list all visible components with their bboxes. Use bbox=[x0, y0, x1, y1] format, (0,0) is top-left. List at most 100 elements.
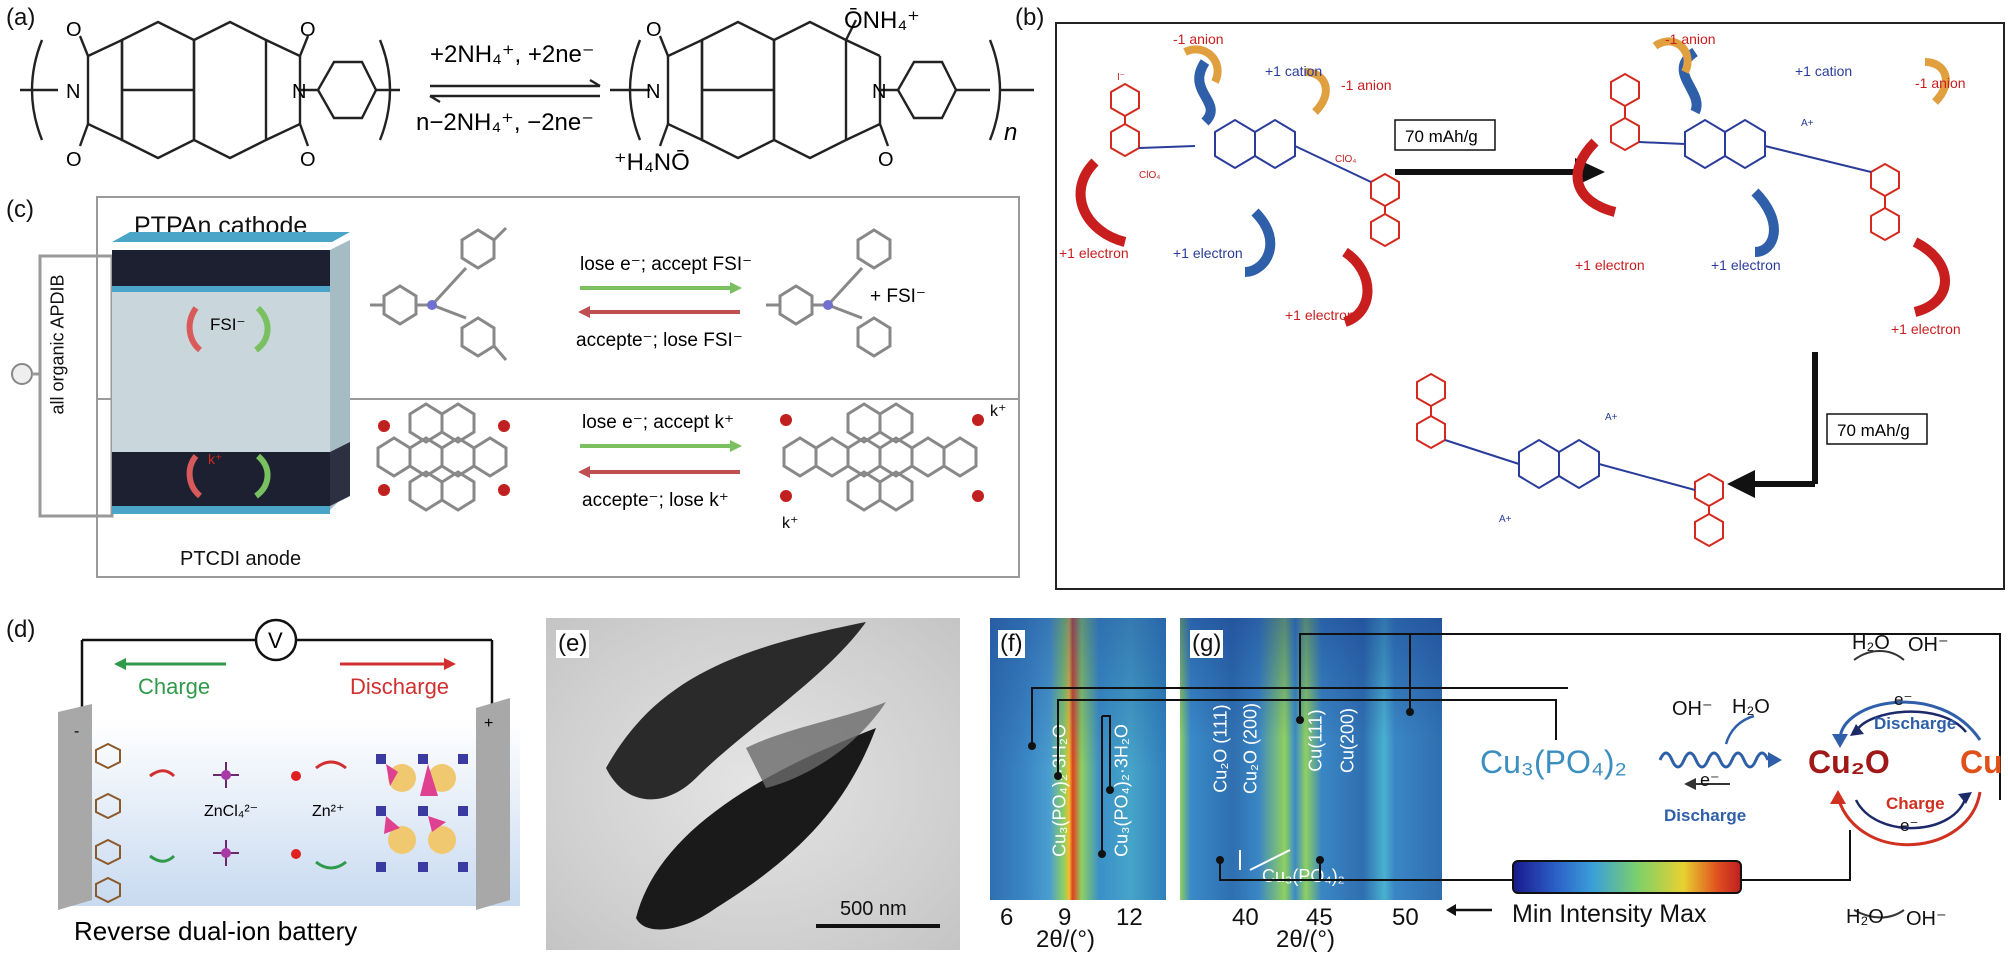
svg-text:A+: A+ bbox=[1605, 412, 1618, 423]
scheme-e-2: e⁻ bbox=[1894, 690, 1913, 709]
scheme-cu3po4: Cu₃(PO₄)₂ bbox=[1480, 744, 1627, 780]
c-k-plus-2: k⁺ bbox=[782, 515, 798, 532]
scheme-discharge-2: Discharge bbox=[1874, 714, 1957, 733]
panel-c-divider bbox=[96, 398, 1020, 400]
svg-text:A+: A+ bbox=[1499, 514, 1512, 525]
scheme-e-3: e⁻ bbox=[1900, 816, 1919, 835]
panel-e-label: (e) bbox=[556, 630, 590, 658]
panel-a-product-top: ŌNH₄⁺ bbox=[844, 7, 920, 34]
panel-f-label: (f) bbox=[998, 630, 1025, 658]
c-fsi-ion: FSI⁻ bbox=[210, 315, 245, 334]
c-top-forward: lose e⁻; accept FSI⁻ bbox=[580, 254, 752, 275]
svg-text:ClO₄: ClO₄ bbox=[1335, 154, 1356, 165]
scheme-oh-1: OH⁻ bbox=[1672, 698, 1713, 720]
d-discharge: Discharge bbox=[350, 674, 449, 699]
c-bot-forward: lose e⁻; accept k⁺ bbox=[582, 412, 734, 433]
d-caption: Reverse dual-ion battery bbox=[74, 916, 357, 946]
panel-c-frame bbox=[96, 196, 1020, 578]
f-tick-2: 9 bbox=[1058, 904, 1072, 931]
d-minus: - bbox=[74, 723, 79, 740]
d-charge: Charge bbox=[138, 674, 210, 699]
scheme-cu: Cu bbox=[1960, 744, 2003, 780]
scheme-h2o-1: H₂O bbox=[1732, 696, 1770, 718]
panel-a-repeat: n bbox=[1004, 119, 1017, 146]
svg-text:N: N bbox=[872, 81, 886, 103]
intensity-legend-label: Min Intensity Max bbox=[1512, 900, 1707, 928]
d-plus: + bbox=[484, 715, 493, 732]
panel-c-anode-title: PTCDI anode bbox=[180, 548, 302, 570]
g-tick-3: 50 bbox=[1392, 904, 1419, 931]
panel-e-scalebar bbox=[816, 924, 940, 928]
panel-a-reverse: n−2NH₄⁺, −2ne⁻ bbox=[416, 109, 594, 136]
atom-o: O bbox=[66, 19, 82, 41]
b-electron-1: +1 electron bbox=[1059, 245, 1129, 261]
b-capacity-1: 70 mAh/g bbox=[1405, 127, 1478, 146]
panel-e-scale-text: 500 nm bbox=[840, 898, 907, 920]
panel-g-label: (g) bbox=[1190, 630, 1224, 658]
panel-b-scheme: -1 anion +1 cation -1 anion +1 electron … bbox=[1059, 31, 1966, 548]
c-plus-fsi: + FSI⁻ bbox=[870, 286, 926, 307]
panel-a-forward: +2NH₄⁺, +2ne⁻ bbox=[430, 41, 595, 68]
panel-c-cell: FSI⁻ k⁺ bbox=[11, 232, 350, 518]
scheme-oh-2: OH⁻ bbox=[1908, 634, 1949, 656]
svg-text:O: O bbox=[66, 149, 82, 171]
g-tick-1: 40 bbox=[1232, 904, 1259, 931]
b-electron-3: +1 electron bbox=[1285, 307, 1355, 323]
scheme-oh-3: OH⁻ bbox=[1906, 908, 1947, 930]
svg-text:O: O bbox=[878, 149, 894, 171]
c-bot-reverse: accepte⁻; lose k⁺ bbox=[582, 490, 729, 511]
scheme-charge: Charge bbox=[1886, 794, 1945, 813]
f-tick-1: 6 bbox=[1000, 904, 1014, 931]
d-voltmeter: V bbox=[268, 628, 283, 653]
svg-text:A+: A+ bbox=[1801, 118, 1814, 129]
panel-label-c: (c) bbox=[6, 196, 34, 223]
panel-a-reaction: O O O O N N +2NH₄⁺, +2ne⁻ n−2NH₄⁺, −2ne⁻… bbox=[20, 7, 1034, 176]
c-top-reverse: accepte⁻; lose FSI⁻ bbox=[576, 330, 743, 351]
d-zncl4: ZnCl₄²⁻ bbox=[204, 803, 258, 820]
svg-text:N: N bbox=[66, 81, 80, 103]
panel-label-d: (d) bbox=[6, 616, 36, 643]
b-anion-4: -1 anion bbox=[1915, 75, 1966, 91]
svg-text:N: N bbox=[292, 81, 306, 103]
g-tick-2: 45 bbox=[1306, 904, 1333, 931]
panel-e-tem-image: (e) 500 nm bbox=[546, 618, 960, 950]
d-zn: Zn²⁺ bbox=[312, 803, 344, 820]
svg-text:O: O bbox=[300, 19, 316, 41]
scheme-discharge-1: Discharge bbox=[1664, 806, 1747, 825]
c-k-plus-1: k⁺ bbox=[990, 403, 1006, 420]
b-cation-1: +1 cation bbox=[1265, 63, 1322, 79]
panel-f-heatmap bbox=[990, 618, 1166, 900]
svg-text:O: O bbox=[300, 149, 316, 171]
svg-text:O: O bbox=[646, 19, 662, 41]
panel-g-heatmap bbox=[1180, 618, 1442, 900]
b-electron-6: +1 electron bbox=[1891, 321, 1961, 337]
c-k-ion: k⁺ bbox=[208, 451, 222, 467]
scheme-cu2o: Cu₂O bbox=[1808, 744, 1890, 780]
svg-text:I⁻: I⁻ bbox=[1117, 72, 1125, 83]
panel-a-product-bottom: ⁺H₄NŌ bbox=[614, 149, 690, 176]
b-electron-4: +1 electron bbox=[1575, 257, 1645, 273]
b-cation-2: +1 cation bbox=[1795, 63, 1852, 79]
b-anion-1: -1 anion bbox=[1173, 31, 1224, 47]
g-xlabel: 2θ/(°) bbox=[1276, 926, 1335, 953]
panel-c-side-label: all organic APDIB bbox=[47, 274, 68, 415]
panel-label-a: (a) bbox=[6, 4, 36, 31]
svg-text:N: N bbox=[646, 81, 660, 103]
f-tick-3: 12 bbox=[1116, 904, 1143, 931]
panel-label-b: (b) bbox=[1015, 4, 1045, 31]
b-anion-2: -1 anion bbox=[1341, 77, 1392, 93]
b-electron-5: +1 electron bbox=[1711, 257, 1781, 273]
scheme-arrows bbox=[1658, 650, 1982, 919]
scheme-e-1: e⁻ bbox=[1700, 770, 1720, 790]
b-anion-3: -1 anion bbox=[1665, 31, 1716, 47]
svg-text:ClO₄: ClO₄ bbox=[1139, 170, 1160, 181]
b-capacity-2: 70 mAh/g bbox=[1837, 421, 1910, 440]
scheme-h2o-2: H₂O bbox=[1852, 632, 1890, 654]
panel-d-battery: V Charge Discharge - + bbox=[58, 618, 520, 946]
panel-c-molecules: lose e⁻; accept FSI⁻ accepte⁻; lose FSI⁻… bbox=[370, 226, 1006, 532]
panel-b-frame bbox=[1055, 22, 2005, 590]
f-xlabel: 2θ/(°) bbox=[1036, 926, 1095, 953]
scheme-h2o-3: H₂O bbox=[1846, 906, 1884, 928]
b-electron-2: +1 electron bbox=[1173, 245, 1243, 261]
intensity-colorbar bbox=[1512, 860, 1742, 894]
